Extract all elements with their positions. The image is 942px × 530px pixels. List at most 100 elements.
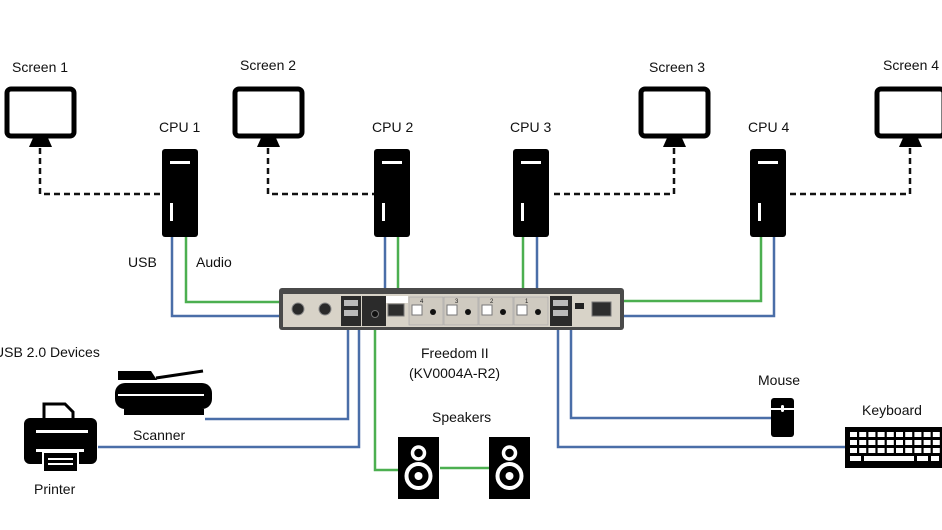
cpu-3 [513,149,549,237]
kvm-port-3 [443,296,479,326]
keyboard-key [923,432,931,437]
keyboard-key [877,448,885,453]
ethernet-port-icon [591,301,612,317]
keyboard-key [914,432,922,437]
kvm-port-number: 3 [455,299,459,305]
usb-cable-cpu4 [622,236,776,318]
keyboard-key [896,432,903,437]
keyboard-key [914,440,922,445]
cpu-4 [750,149,786,237]
ps2-port-icon [291,302,305,316]
video-cable-1 [38,148,164,196]
usb-cable-keyboard [556,328,848,449]
ethernet-port-icon [387,303,405,317]
keyboard-key [886,448,894,453]
product-name: Freedom II [421,345,489,361]
cpu-cables [170,236,776,318]
monitor-icon [638,86,711,139]
keyboard-key [896,448,903,453]
mouse-label: Mouse [758,372,800,388]
usb-cable-mouse [569,328,773,420]
screen-3 [638,86,711,147]
ps2-port-icon [318,302,332,316]
keyboard-key [859,448,867,453]
keyboard-key [905,440,913,445]
keyboard-key [877,432,885,437]
screen-4 [874,86,942,147]
screen-1 [4,86,77,147]
speakers-label: Speakers [432,409,491,425]
keyboard-key [859,432,867,437]
audio-cable-speakers [373,328,400,472]
monitor-icon [4,86,77,139]
keyboard-key [923,448,931,453]
speaker-left-icon [398,437,439,499]
keyboard-key [868,448,876,453]
audio-jack-icon [371,310,379,318]
keyboard-key [886,440,894,445]
keyboard-key [850,432,857,437]
keyboard-key [905,432,913,437]
usb-cable-scanner [205,328,350,421]
keyboard-key [859,440,867,445]
kvm-port-number: 1 [525,299,529,305]
kvm-port-2 [478,296,514,326]
keyboard-icon [845,427,942,468]
keyboard-label: Keyboard [862,402,922,418]
keyboard-key [932,440,940,445]
keyboard-key [932,432,940,437]
keyboard-key [877,440,885,445]
audio-cable-cpu4 [622,236,763,303]
keyboard-key [850,456,861,461]
keyboard-key [850,448,857,453]
keyboard-key [886,432,894,437]
usb-cable-printer [98,328,361,449]
monitor-icon [232,86,305,139]
keyboard-key [850,440,857,445]
keyboard-key [896,440,903,445]
cpu-1-label: CPU 1 [159,119,200,135]
kvm-switch: 4 3 2 1 [279,288,624,330]
kvm-port-number: 4 [420,299,424,305]
keyboard-key [905,448,913,453]
scanner-label: Scanner [133,427,185,443]
audio-cable-cpu1 [184,236,282,304]
keyboard-key [864,456,914,461]
screen-2-label: Screen 2 [240,57,296,73]
peripheral-cables [98,328,848,472]
screen-4-label: Screen 4 [883,57,939,73]
keyboard-key [868,440,876,445]
kvm-port-4 [408,296,444,326]
video-cables [38,148,912,196]
keyboard-key [923,440,931,445]
cpu-4-label: CPU 4 [748,119,789,135]
product-model: (KV0004A-R2) [409,365,500,381]
usb-cable-cpu1 [170,236,282,318]
speaker-right-icon [489,437,530,499]
screen-1-label: Screen 1 [12,59,68,75]
cpu-2-label: CPU 2 [372,119,413,135]
keyboard-key [868,432,876,437]
keyboard-key [917,456,928,461]
screen-2 [232,86,305,147]
keyboard-key [932,448,940,453]
mouse-icon [771,398,794,437]
cpu-2 [374,149,410,237]
video-cable-2 [266,148,378,196]
keyboard-key [931,456,939,461]
video-cable-3 [550,148,676,196]
monitor-icon [874,86,942,139]
cpu-3-label: CPU 3 [510,119,551,135]
kvm-port-1 [513,296,549,326]
screen-3-label: Screen 3 [649,59,705,75]
usb-cable-label: USB [128,254,157,270]
audio-cable-label: Audio [196,254,232,270]
kvm-port-number: 2 [490,299,494,305]
scanner-icon [115,369,212,415]
cpu-1 [162,149,198,237]
keyboard-key [914,448,922,453]
usb-devices-title: USB 2.0 Devices [0,344,100,360]
printer-icon [24,402,97,473]
video-cable-4 [785,148,912,196]
